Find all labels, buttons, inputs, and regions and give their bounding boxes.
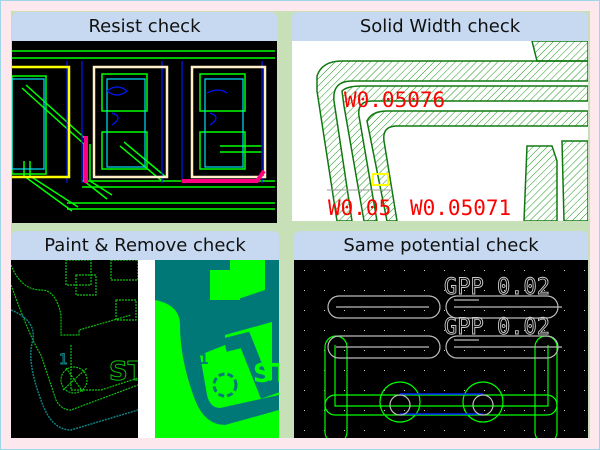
resist-check-view bbox=[12, 41, 277, 223]
resist-warning-outline bbox=[12, 65, 71, 179]
same-potential-check-view: GPP 0.02 GPP 0.02 bbox=[294, 260, 588, 438]
solid-width-check-title: Solid Width check bbox=[292, 12, 588, 41]
resist-check-title: Resist check bbox=[12, 12, 277, 41]
solid-width-drawing: W0.05076 W0.05071 W0.05 bbox=[316, 41, 588, 221]
solid-width-check-panel: Solid Width check W0.05076 W0.05071 W0.0… bbox=[292, 12, 588, 221]
same-potential-check-panel: Same potential check GPP 0.02 GPP 0.02 bbox=[294, 231, 588, 438]
paint-remove-check-title: Paint & Remove check bbox=[11, 231, 279, 260]
same-potential-drawing: GPP 0.02 GPP 0.02 bbox=[294, 260, 588, 438]
silk-text-filled: ST bbox=[253, 359, 279, 389]
width-label: W0.05076 bbox=[344, 88, 445, 112]
resist-pcb-drawing bbox=[12, 50, 275, 212]
paint-filled-view: ST 1 bbox=[155, 260, 279, 438]
width-label: W0.05 bbox=[328, 196, 391, 220]
pin-label-filled: 1 bbox=[199, 352, 209, 368]
same-potential-check-title: Same potential check bbox=[294, 231, 588, 260]
net-label: GPP 0.02 bbox=[444, 315, 550, 340]
paint-remove-check-panel: Paint & Remove check ST 1 bbox=[11, 231, 279, 438]
resist-error-marks bbox=[84, 136, 266, 183]
width-error-marker bbox=[372, 173, 389, 186]
silk-text: ST bbox=[109, 357, 138, 387]
paint-remove-check-view: ST 1 ST 1 bbox=[11, 260, 279, 438]
paint-outline-view: ST 1 bbox=[11, 260, 138, 438]
resist-check-panel: Resist check bbox=[12, 12, 277, 223]
pin-label: 1 bbox=[59, 352, 68, 368]
net-label: GPP 0.02 bbox=[444, 275, 550, 300]
solid-width-check-view: W0.05076 W0.05071 W0.05 bbox=[292, 41, 588, 221]
width-label: W0.05071 bbox=[410, 196, 511, 220]
